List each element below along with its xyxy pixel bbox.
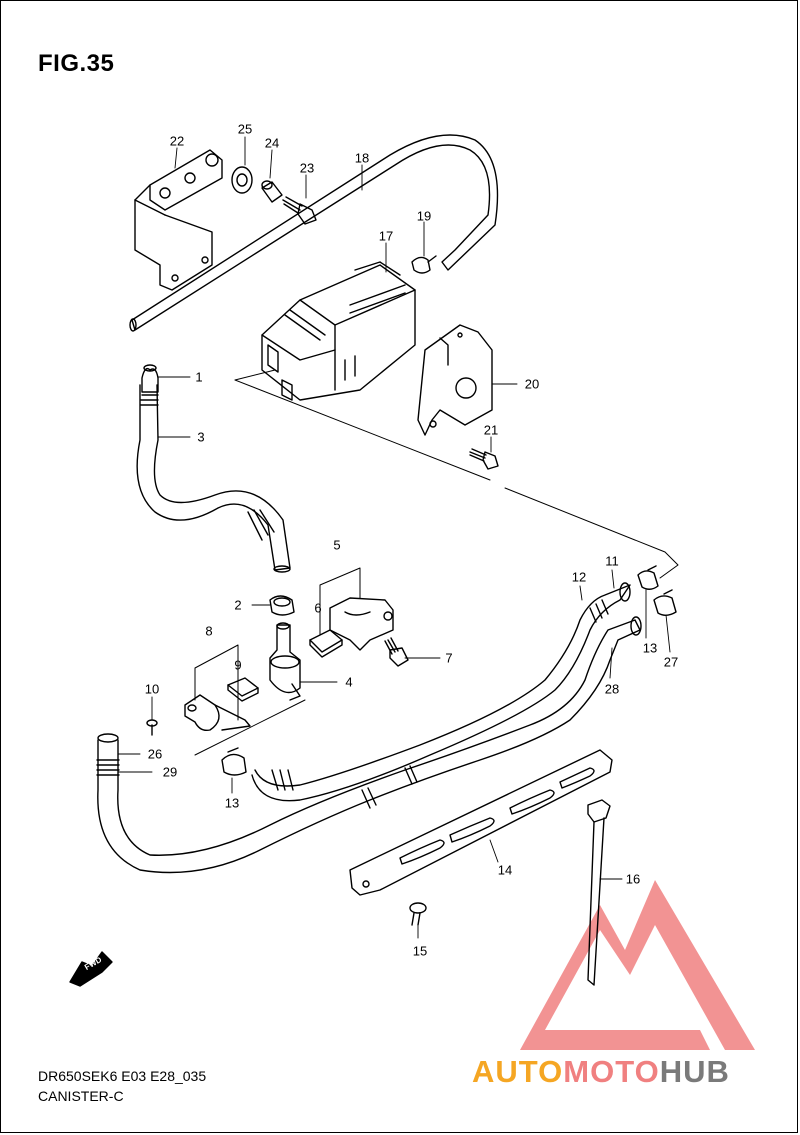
leader-lines: [117, 136, 671, 939]
part-21-bolt: [469, 448, 499, 470]
part-label-12: 12: [571, 569, 587, 585]
part-10-screw: [146, 719, 158, 736]
part-15-screw: [409, 902, 427, 926]
part-22-bracket: [134, 149, 223, 291]
part-1-cap: [143, 364, 157, 372]
part-2-clamp: [269, 595, 295, 616]
part-label-3: 3: [197, 429, 205, 445]
fwd-arrow-icon: [69, 951, 113, 987]
part-label-27: 27: [663, 654, 679, 670]
part-label-24: 24: [264, 135, 280, 151]
part-4-valve: [269, 622, 301, 701]
part-label-4: 4: [345, 674, 353, 690]
part-label-6: 6: [314, 600, 322, 616]
part-label-15: 15: [412, 943, 428, 959]
part-label-1: 1: [195, 369, 203, 385]
part-label-11: 11: [605, 553, 619, 569]
part-14-plate: [349, 749, 613, 896]
part-label-8: 8: [205, 623, 213, 639]
part-label-21: 21: [483, 422, 499, 438]
part-25-grommet: [231, 166, 253, 194]
part-19-clamp: [411, 255, 437, 274]
part-label-13-lower: 13: [224, 795, 240, 811]
part-label-19: 19: [416, 208, 432, 224]
part-label-5: 5: [333, 537, 341, 553]
part-label-9: 9: [234, 657, 242, 673]
part-label-14: 14: [497, 862, 513, 878]
footer-section-name: CANISTER-C: [38, 1088, 124, 1104]
part-12-hose: [251, 582, 631, 802]
part-label-17: 17: [378, 228, 394, 244]
part-17-canister: [261, 261, 416, 401]
watermark-part-auto: AUTO: [472, 1054, 564, 1089]
part-13-clamp-lower: [221, 747, 247, 776]
part-label-28: 28: [604, 681, 620, 697]
part-5-bracket: [329, 597, 394, 651]
part-label-16: 16: [625, 871, 641, 887]
part-7-bolt: [384, 637, 409, 667]
watermark-part-moto: MOTO: [563, 1054, 660, 1089]
part-6-pad: [309, 629, 343, 658]
automotohub-logo-icon: [520, 880, 755, 1050]
part-label-20: 20: [524, 376, 540, 392]
part-label-7: 7: [445, 650, 453, 666]
part-label-29: 29: [162, 764, 178, 780]
part-20-bracket: [417, 324, 493, 436]
watermark-text: AUTOMOTOHUB: [472, 1054, 730, 1090]
part-label-23: 23: [299, 160, 315, 176]
figure-title: FIG.35: [38, 50, 115, 77]
part-label-26: 26: [147, 746, 163, 762]
part-3-hose: [136, 367, 291, 573]
part-label-10: 10: [144, 681, 160, 697]
part-label-2: 2: [234, 597, 242, 613]
part-label-25: 25: [237, 121, 253, 137]
part-8-clamp: [184, 694, 251, 732]
part-24-collar: [261, 180, 283, 203]
part-label-22: 22: [169, 133, 185, 149]
part-9-pad: [227, 677, 259, 702]
part-27-clamp: [653, 589, 677, 616]
part-16-tie: [587, 799, 611, 986]
part-29-hose: [96, 616, 642, 874]
part-23-bolt: [282, 196, 317, 225]
part-label-18: 18: [354, 150, 370, 166]
watermark-part-hub: HUB: [659, 1054, 730, 1089]
part-18-hose: [129, 134, 499, 332]
part-13-clamp-upper: [637, 565, 659, 590]
part-label-13-upper: 13: [642, 640, 658, 656]
footer-model-code: DR650SEK6 E03 E28_035: [38, 1068, 207, 1084]
